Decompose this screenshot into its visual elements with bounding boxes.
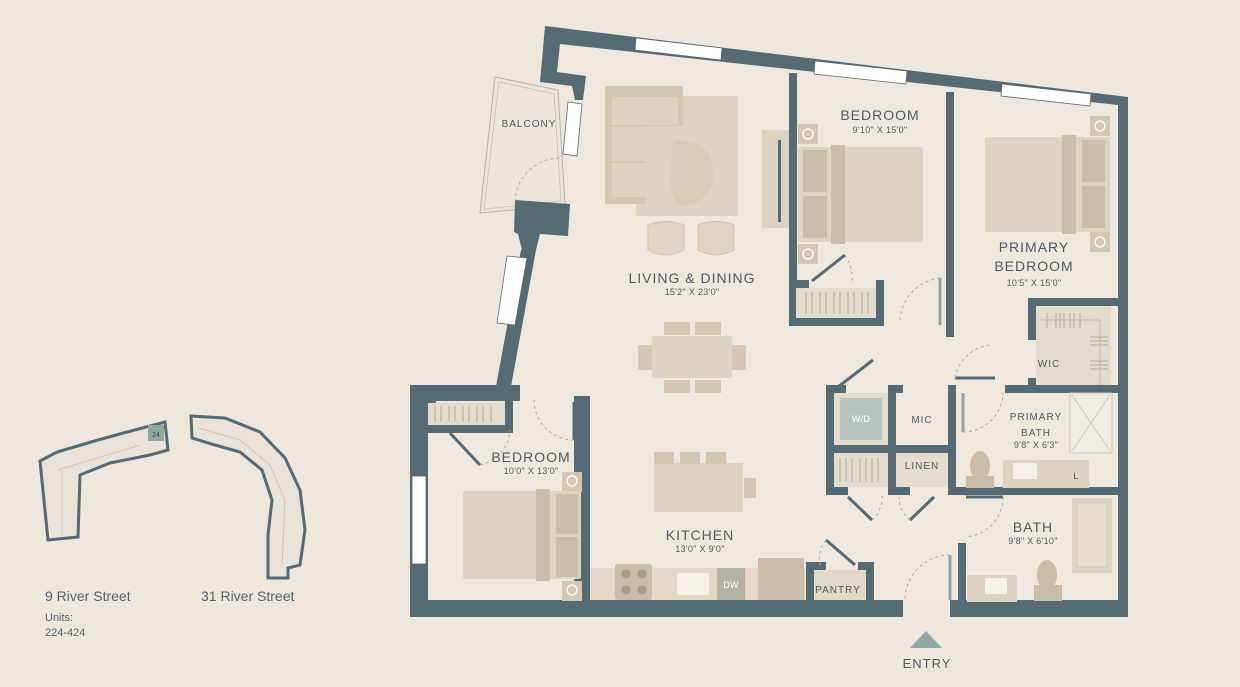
svg-text:L: L: [1073, 471, 1078, 481]
dining-table: [638, 322, 746, 393]
linen-label: LINEN: [905, 461, 939, 472]
svg-text:10'5" X 15'0": 10'5" X 15'0": [1007, 278, 1062, 288]
bedroom-west-label: BEDROOM: [491, 449, 570, 465]
room-labels: BALCONY LIVING & DINING 15'2" X 23'0" BE…: [491, 107, 1078, 671]
primary-bedroom-furniture: [985, 116, 1110, 252]
balcony: [479, 76, 566, 214]
balcony-label: BALCONY: [502, 119, 557, 130]
kitchen-fixtures: [590, 452, 866, 600]
svg-text:24: 24: [152, 432, 160, 439]
bath-fixtures: [967, 498, 1112, 602]
balcony-door[interactable]: [514, 200, 557, 207]
dishwasher: [717, 568, 745, 600]
laundry-closets: [834, 393, 948, 487]
primary-bath-label: PRIMARY: [1010, 412, 1062, 423]
dw-label: DW: [723, 580, 739, 590]
windows: [411, 37, 1092, 565]
bedroom-north-furniture: [796, 124, 923, 318]
entry-arrow-icon: [910, 631, 942, 648]
svg-text:BATH: BATH: [1021, 428, 1051, 439]
interior-walls: [428, 73, 1118, 604]
bath-label: BATH: [1013, 519, 1053, 535]
svg-text:9'8" X 6'3": 9'8" X 6'3": [1014, 440, 1058, 450]
svg-text:15'2" X 23'0": 15'2" X 23'0": [665, 287, 720, 297]
wic-label: WIC: [1038, 359, 1060, 370]
living-dining-label: LIVING & DINING: [628, 270, 755, 286]
wic-shelving: [1036, 306, 1111, 385]
key-plan-31-river-street[interactable]: [189, 414, 307, 580]
mic-label: MIC: [911, 415, 932, 426]
svg-text:10'0" X 13'0": 10'0" X 13'0": [504, 466, 559, 476]
svg-text:13'0" X 9'0": 13'0" X 9'0": [675, 544, 724, 554]
svg-text:9'8" X 6'10": 9'8" X 6'10": [1008, 536, 1057, 546]
wd-label: W/D: [852, 414, 871, 424]
key-plan-9-river-street[interactable]: 24: [38, 420, 170, 542]
units-range: 224-424: [45, 627, 86, 639]
doors[interactable]: [448, 253, 1068, 601]
pantry-label: PANTRY: [815, 585, 861, 596]
building-name-9-river: 9 River Street: [45, 588, 131, 604]
units-label: Units:: [45, 612, 74, 624]
kitchen-label: KITCHEN: [666, 527, 734, 543]
bedroom-west-furniture: [428, 403, 582, 601]
bedroom-north-label: BEDROOM: [840, 107, 919, 123]
primary-bedroom-label: PRIMARY: [999, 239, 1070, 255]
svg-text:BEDROOM: BEDROOM: [994, 258, 1073, 274]
entry-label: ENTRY: [903, 656, 952, 671]
primary-bath-fixtures: [966, 392, 1113, 488]
washer-dryer: [840, 398, 882, 440]
living-furniture: [605, 86, 789, 256]
building-name-31-river: 31 River Street: [201, 588, 295, 604]
highlighted-unit: [148, 425, 164, 441]
svg-text:9'10" X 15'0": 9'10" X 15'0": [853, 125, 908, 135]
